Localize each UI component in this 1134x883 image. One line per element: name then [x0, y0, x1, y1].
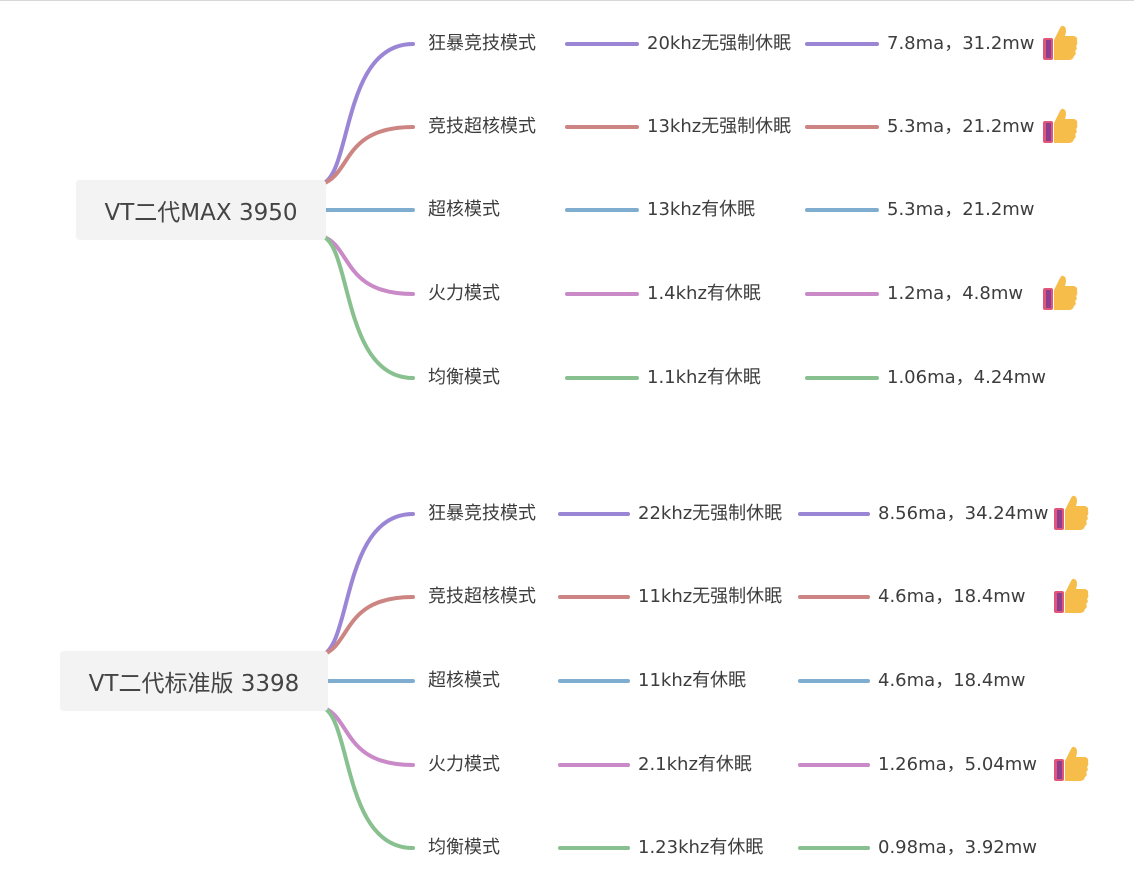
root-node[interactable]: VT二代标准版 3398 [60, 651, 328, 711]
power-label: 4.6ma，18.4mw [878, 670, 1026, 691]
frequency-label: 1.4khz有休眠 [647, 283, 761, 304]
branch-connector [320, 234, 415, 296]
mode-label: 火力模式 [428, 283, 500, 304]
branch-connector [320, 705, 415, 850]
power-label: 1.26ma，5.04mw [878, 754, 1037, 775]
mode-label: 超核模式 [428, 199, 500, 220]
frequency-label: 11khz无强制休眠 [638, 586, 783, 607]
thumbs-up-icon [1043, 275, 1078, 310]
branch-connector [320, 705, 415, 767]
power-label: 8.56ma，34.24mw [878, 503, 1049, 524]
mode-label: 均衡模式 [428, 837, 500, 858]
mode-label: 竞技超核模式 [428, 586, 536, 607]
frequency-label: 2.1khz有休眠 [638, 754, 752, 775]
branch-connector [320, 125, 415, 186]
frequency-label: 1.1khz有休眠 [647, 367, 761, 388]
power-label: 5.3ma，21.2mw [887, 199, 1035, 220]
mode-label: 狂暴竞技模式 [428, 503, 536, 524]
branch-connector [320, 234, 415, 380]
branch-connector [320, 595, 415, 657]
frequency-label: 13khz有休眠 [647, 199, 756, 220]
power-label: 0.98ma，3.92mw [878, 837, 1037, 858]
thumbs-up-icon [1043, 25, 1078, 60]
mode-label: 竞技超核模式 [428, 116, 536, 137]
mode-label: 狂暴竞技模式 [428, 33, 536, 54]
top-divider [0, 0, 1134, 1]
thumbs-up-icon [1054, 495, 1089, 530]
mode-label: 均衡模式 [428, 367, 500, 388]
power-label: 7.8ma，31.2mw [887, 33, 1035, 54]
mode-label: 超核模式 [428, 670, 500, 691]
frequency-label: 11khz有休眠 [638, 670, 747, 691]
frequency-label: 1.23khz有休眠 [638, 837, 764, 858]
power-label: 1.2ma，4.8mw [887, 283, 1024, 304]
frequency-label: 22khz无强制休眠 [638, 503, 783, 524]
power-label: 5.3ma，21.2mw [887, 116, 1035, 137]
power-label: 4.6ma，18.4mw [878, 586, 1026, 607]
branch-connector [320, 512, 415, 657]
branch-connector [320, 42, 415, 186]
power-label: 1.06ma，4.24mw [887, 367, 1046, 388]
frequency-label: 13khz无强制休眠 [647, 116, 792, 137]
mode-label: 火力模式 [428, 754, 500, 775]
thumbs-up-icon [1054, 746, 1089, 781]
root-node[interactable]: VT二代MAX 3950 [76, 180, 326, 240]
thumbs-up-icon [1054, 578, 1089, 613]
thumbs-up-icon [1043, 108, 1078, 143]
frequency-label: 20khz无强制休眠 [647, 33, 792, 54]
